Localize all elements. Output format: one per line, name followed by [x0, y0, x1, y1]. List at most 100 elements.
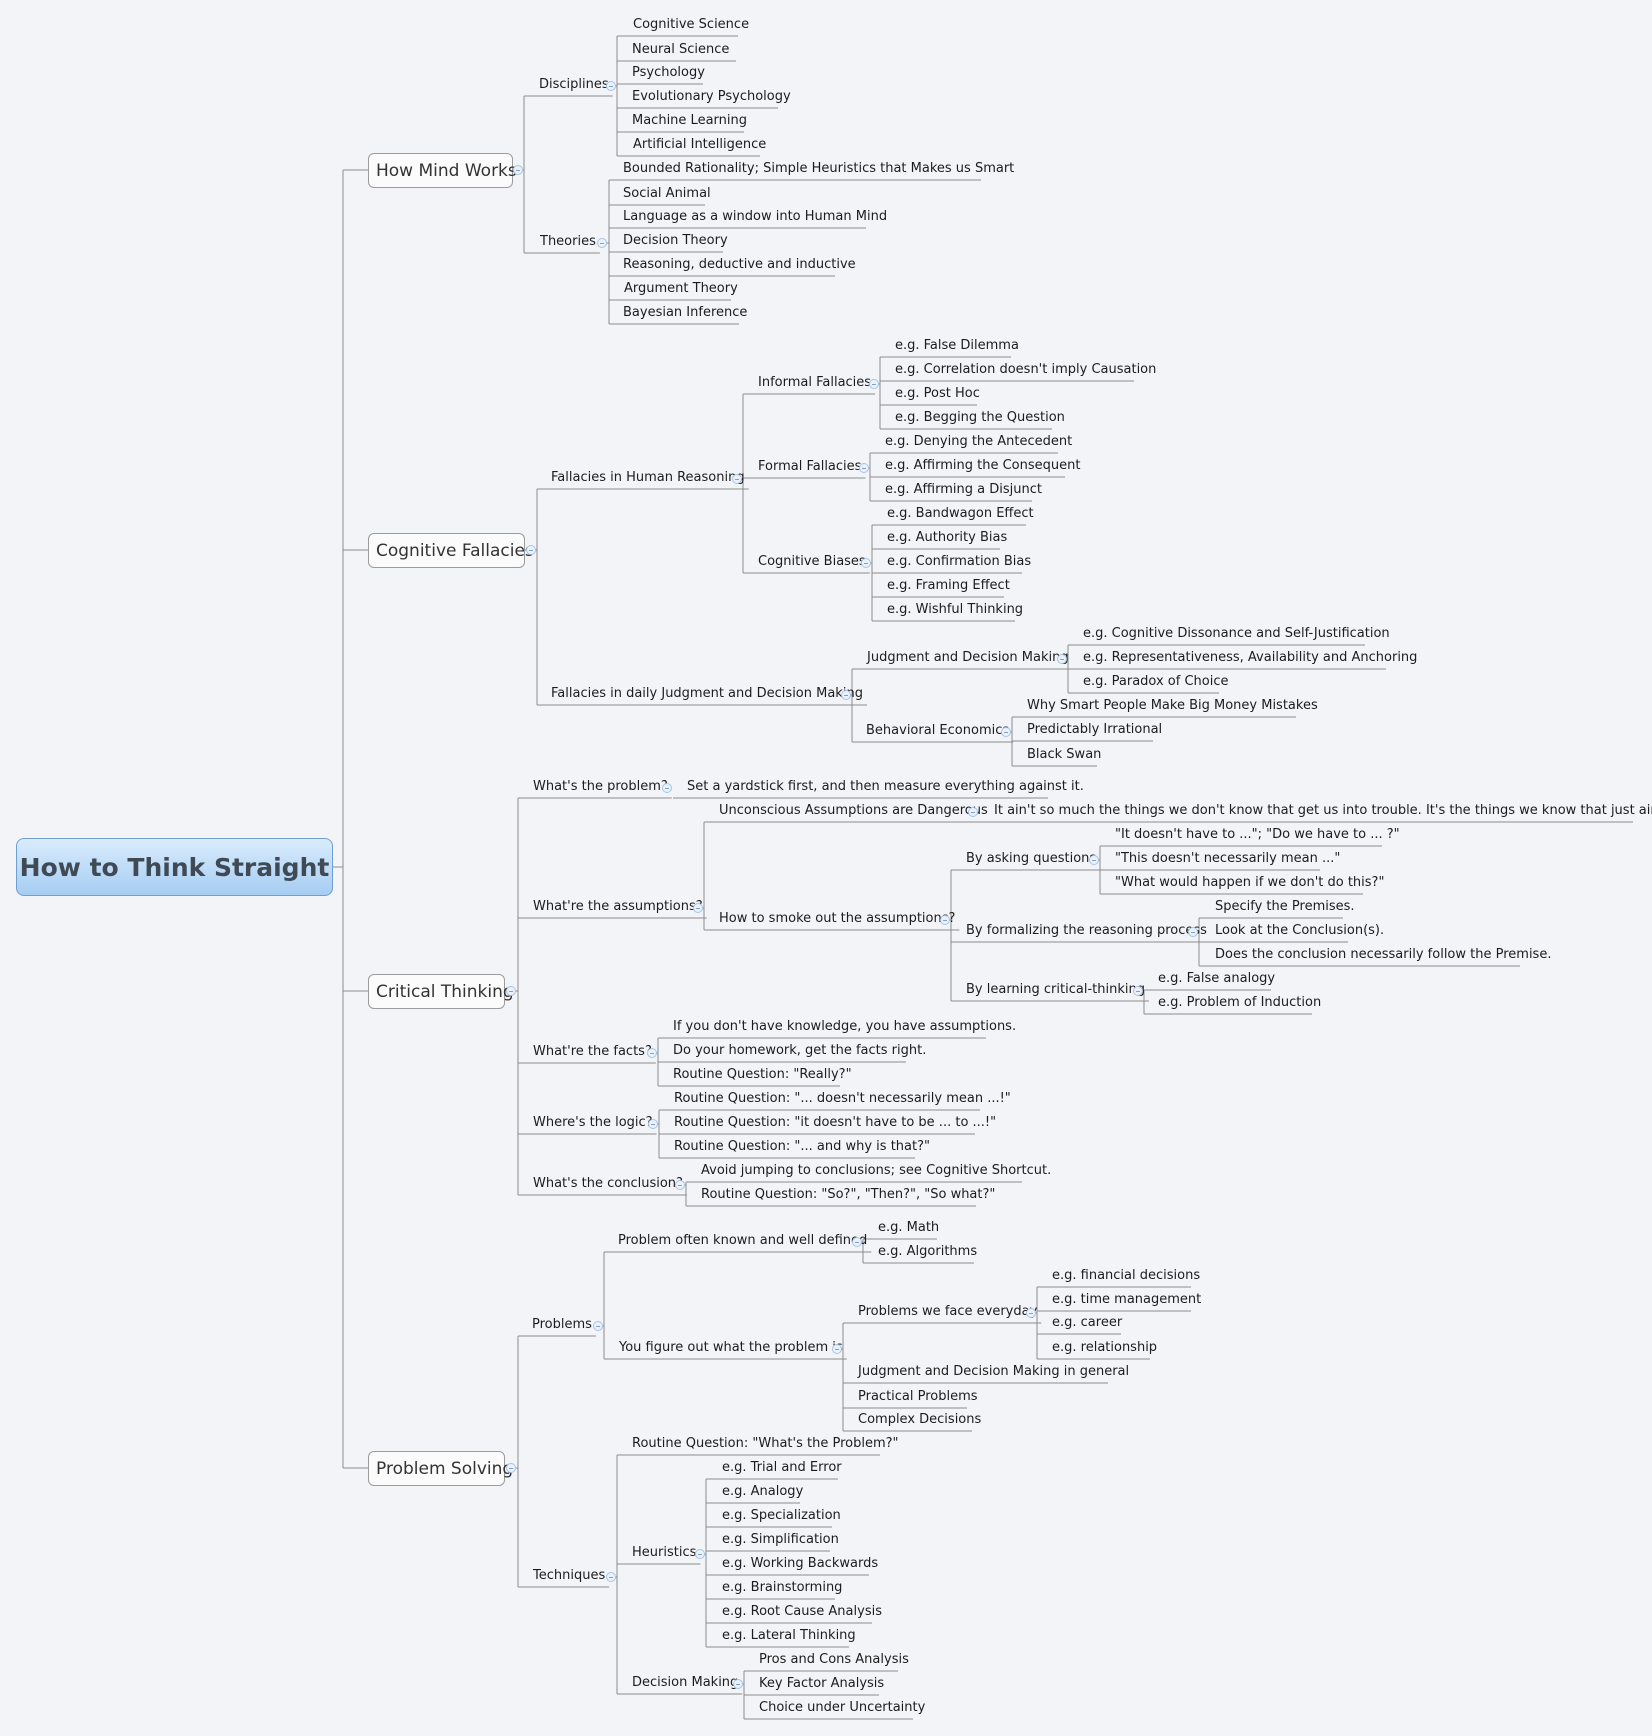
topic-argument-theory[interactable]: Argument Theory [624, 281, 738, 296]
topic-informal-fallacies[interactable]: Informal Fallacies [758, 375, 872, 390]
critical-thinking-collapse-icon[interactable] [506, 986, 516, 996]
topic-decision-theory[interactable]: Decision Theory [623, 233, 728, 248]
topic-language-window[interactable]: Language as a window into Human Mind [623, 209, 888, 224]
fallacies-human-reasoning-collapse-icon[interactable] [732, 474, 742, 484]
topic-heuristics[interactable]: Heuristics [632, 1545, 697, 1560]
topic-confirmation-bias[interactable]: e.g. Confirmation Bias [887, 554, 1032, 569]
topic-behavioral-economics[interactable]: Behavioral Economics [866, 723, 1010, 738]
topic-post-hoc[interactable]: e.g. Post Hoc [895, 386, 980, 401]
topic-false-dilemma[interactable]: e.g. False Dilemma [895, 338, 1019, 353]
topic-theories[interactable]: Theories [540, 234, 596, 249]
topic-relationship[interactable]: e.g. relationship [1052, 1340, 1158, 1355]
topic-denying-antecedent[interactable]: e.g. Denying the Antecedent [885, 434, 1073, 449]
topic-analogy[interactable]: e.g. Analogy [722, 1484, 804, 1499]
topic-trial-error[interactable]: e.g. Trial and Error [722, 1460, 842, 1475]
topic-problem-known[interactable]: Problem often known and well defined [618, 1233, 868, 1248]
topic-formal-fallacies[interactable]: Formal Fallacies [758, 459, 862, 474]
topic-affirming-consequent[interactable]: e.g. Affirming the Consequent [885, 458, 1081, 473]
topic-correlation[interactable]: e.g. Correlation doesn't imply Causation [895, 362, 1157, 377]
topic-pros-cons[interactable]: Pros and Cons Analysis [759, 1652, 909, 1667]
by-asking-collapse-icon[interactable] [1089, 855, 1099, 865]
topic-artificial-intelligence[interactable]: Artificial Intelligence [633, 137, 767, 152]
decision-making-collapse-icon[interactable] [733, 1679, 743, 1689]
whats-conclusion-collapse-icon[interactable] [675, 1180, 685, 1190]
topic-algorithms[interactable]: e.g. Algorithms [878, 1244, 978, 1259]
figure-out-collapse-icon[interactable] [832, 1344, 842, 1354]
branch-how-mind-works[interactable]: How Mind Works [368, 153, 517, 188]
problems-collapse-icon[interactable] [593, 1321, 603, 1331]
topic-bounded-rationality[interactable]: Bounded Rationality; Simple Heuristics t… [623, 161, 1015, 176]
branch-problem-solving[interactable]: Problem Solving [368, 1451, 513, 1486]
how-mind-works-collapse-icon[interactable] [513, 165, 523, 175]
topic-fallacies-human-reasoning[interactable]: Fallacies in Human Reasoning [551, 470, 745, 485]
branch-critical-thinking[interactable]: Critical Thinking [368, 974, 514, 1009]
topic-specialization[interactable]: e.g. Specialization [722, 1508, 841, 1523]
topic-begging-question[interactable]: e.g. Begging the Question [895, 410, 1065, 425]
topic-key-factor[interactable]: Key Factor Analysis [759, 1676, 885, 1691]
topic-cognitive-biases[interactable]: Cognitive Biases [758, 554, 866, 569]
topic-avoid-jumping[interactable]: Avoid jumping to conclusions; see Cognit… [701, 1163, 1052, 1178]
topic-framing-effect[interactable]: e.g. Framing Effect [887, 578, 1010, 593]
topic-paradox-choice[interactable]: e.g. Paradox of Choice [1083, 674, 1229, 689]
informal-fallacies-collapse-icon[interactable] [869, 379, 879, 389]
topic-complex[interactable]: Complex Decisions [858, 1412, 982, 1427]
topic-practical[interactable]: Practical Problems [858, 1389, 978, 1404]
topic-decision-making[interactable]: Decision Making [632, 1675, 739, 1690]
topic-techniques[interactable]: Techniques [533, 1568, 606, 1583]
whats-problem-collapse-icon[interactable] [662, 783, 672, 793]
topic-evolutionary-psychology[interactable]: Evolutionary Psychology [632, 89, 791, 104]
topic-bayesian-inference[interactable]: Bayesian Inference [623, 305, 748, 320]
topic-q-what-would[interactable]: "What would happen if we don't do this?" [1115, 875, 1385, 890]
topic-representativeness[interactable]: e.g. Representativeness, Availability an… [1083, 650, 1418, 665]
by-learning-collapse-icon[interactable] [1133, 986, 1143, 996]
problem-known-collapse-icon[interactable] [852, 1237, 862, 1247]
topic-rq-doesnt-mean[interactable]: Routine Question: "... doesn't necessari… [674, 1091, 1011, 1106]
topic-affirming-disjunct[interactable]: e.g. Affirming a Disjunct [885, 482, 1042, 497]
topic-fallacies-daily[interactable]: Fallacies in daily Judgment and Decision… [551, 686, 863, 701]
topic-social-animal[interactable]: Social Animal [623, 186, 711, 201]
topic-rq-so[interactable]: Routine Question: "So?", "Then?", "So wh… [701, 1187, 996, 1202]
topic-math[interactable]: e.g. Math [878, 1220, 940, 1235]
topic-cognitive-science[interactable]: Cognitive Science [633, 17, 750, 32]
topic-rq-really[interactable]: Routine Question: "Really?" [673, 1067, 852, 1082]
topic-no-knowledge[interactable]: If you don't have knowledge, you have as… [673, 1019, 1017, 1034]
by-formalizing-collapse-icon[interactable] [1188, 927, 1198, 937]
techniques-collapse-icon[interactable] [606, 1572, 616, 1582]
problem-solving-collapse-icon[interactable] [506, 1463, 516, 1473]
topic-figure-out[interactable]: You figure out what the problem is [619, 1340, 843, 1355]
cognitive-biases-collapse-icon[interactable] [861, 558, 871, 568]
topic-conclusion-follow[interactable]: Does the conclusion necessarily follow t… [1215, 947, 1552, 962]
topic-black-swan[interactable]: Black Swan [1027, 747, 1102, 762]
topic-whats-conclusion[interactable]: What's the conclusion? [533, 1176, 683, 1191]
topic-yardstick[interactable]: Set a yardstick first, and then measure … [687, 779, 1084, 794]
topic-by-asking[interactable]: By asking questions [966, 851, 1097, 866]
topic-problems[interactable]: Problems [532, 1317, 592, 1332]
topic-career[interactable]: e.g. career [1052, 1315, 1123, 1330]
topic-q-not-necessarily[interactable]: "This doesn't necessarily mean ..." [1115, 851, 1341, 866]
topic-specify-premises[interactable]: Specify the Premises. [1215, 899, 1355, 914]
topic-lateral[interactable]: e.g. Lateral Thinking [722, 1628, 856, 1643]
topic-root-cause[interactable]: e.g. Root Cause Analysis [722, 1604, 882, 1619]
whatre-assumptions-collapse-icon[interactable] [693, 903, 703, 913]
topic-predictably-irrational[interactable]: Predictably Irrational [1027, 722, 1163, 737]
topic-psychology[interactable]: Psychology [632, 65, 705, 80]
topic-working-backwards[interactable]: e.g. Working Backwards [722, 1556, 879, 1571]
topic-false-analogy[interactable]: e.g. False analogy [1158, 971, 1276, 986]
topic-whats-problem[interactable]: What's the problem? [533, 779, 668, 794]
topic-jdm-general[interactable]: Judgment and Decision Making in general [858, 1364, 1130, 1379]
topic-by-formalizing[interactable]: By formalizing the reasoning process [966, 923, 1207, 938]
topic-machine-learning[interactable]: Machine Learning [632, 113, 747, 128]
theories-collapse-icon[interactable] [597, 238, 607, 248]
topic-judgment-dm[interactable]: Judgment and Decision Making [867, 650, 1069, 665]
root-topic[interactable]: How to Think Straight [16, 838, 333, 896]
topic-wheres-logic[interactable]: Where's the logic? [533, 1115, 653, 1130]
topic-financial[interactable]: e.g. financial decisions [1052, 1268, 1201, 1283]
topic-neural-science[interactable]: Neural Science [632, 42, 730, 57]
topic-whatre-facts[interactable]: What're the facts? [533, 1044, 652, 1059]
cognitive-fallacies-collapse-icon[interactable] [526, 545, 536, 555]
topic-problem-induction[interactable]: e.g. Problem of Induction [1158, 995, 1322, 1010]
topic-bandwagon[interactable]: e.g. Bandwagon Effect [887, 506, 1034, 521]
judgment-dm-collapse-icon[interactable] [1057, 654, 1067, 664]
topic-smoke-out[interactable]: How to smoke out the assumptions? [719, 911, 956, 926]
wheres-logic-collapse-icon[interactable] [648, 1119, 658, 1129]
